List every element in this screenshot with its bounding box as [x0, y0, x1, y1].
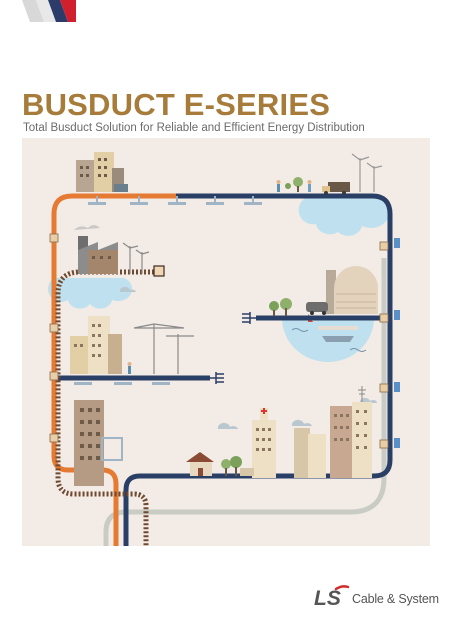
small-clouds [119, 286, 378, 429]
plug-connectors [210, 312, 256, 384]
power-plant [269, 266, 378, 316]
bottom-right-city [186, 386, 372, 478]
page-subtitle: Total Busduct Solution for Reliable and … [23, 122, 365, 134]
ls-logo-mark-icon: LS [314, 585, 350, 610]
cloud-top-right [298, 196, 391, 236]
apartment-block [74, 400, 123, 486]
top-right-scene [276, 153, 383, 195]
cloud-factory [47, 278, 133, 309]
joint-connectors [49, 233, 389, 449]
tap-off-box [153, 265, 165, 277]
mid-hangers [74, 382, 170, 385]
busduct-brown [55, 269, 162, 546]
busduct-navy [123, 193, 393, 546]
top-left-buildings [76, 152, 128, 192]
ls-logo-letters: LS [314, 587, 341, 610]
busduct-grey [103, 258, 387, 546]
busduct-city-illustration [22, 138, 430, 546]
top-hangers [88, 196, 262, 205]
factory [74, 225, 150, 274]
corner-stripes-icon [22, 0, 76, 22]
construction-site [70, 316, 194, 374]
page-title: BUSDUCT E-SERIES [22, 87, 331, 122]
brand-logo: LS Cable & System [312, 585, 442, 611]
navy-connectors [394, 238, 400, 448]
brand-name: Cable & System [352, 592, 439, 606]
